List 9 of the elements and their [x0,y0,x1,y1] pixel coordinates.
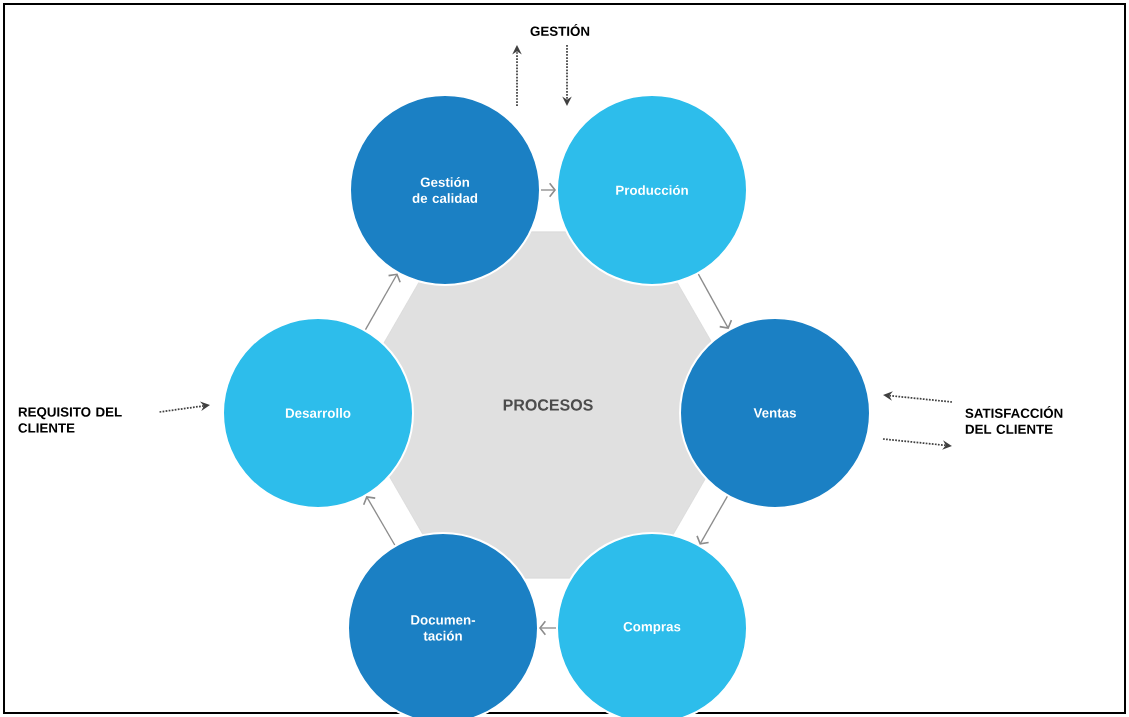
chevron-arrow [364,273,401,331]
chevron-arrow [696,495,728,545]
external-label: GESTIÓN [530,24,590,36]
chevron-arrow [697,273,733,329]
external-label: SATISFACCIÓN DEL CLIENTE [965,406,1063,434]
chevron-arrow [362,496,396,546]
chevron-arrow [539,620,557,636]
dotted-arrow [158,401,210,413]
external-label: REQUISITO DEL CLIENTE [18,407,122,433]
